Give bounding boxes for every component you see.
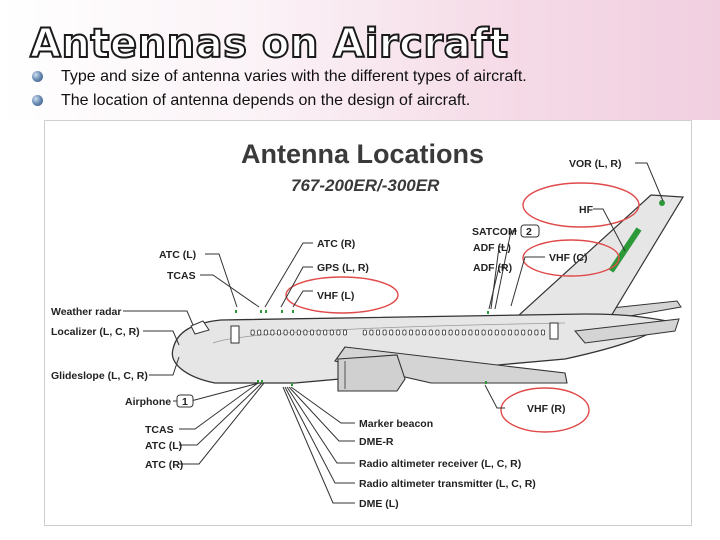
cabin-window [481,329,486,336]
label-tcas-bottom: TCAS [145,424,174,436]
cabin-window [362,329,367,336]
label-vhf-r: VHF (R) [527,403,566,415]
cabin-window [514,329,519,336]
figure-subtitle: 767-200ER/-300ER [291,176,440,195]
label-vor: VOR (L, R) [569,158,622,170]
label-atc-l-bottom: ATC (L) [145,440,182,452]
bullet-icon [32,71,43,82]
cabin-window [435,329,440,336]
door [230,325,240,344]
cabin-window [428,329,433,336]
highlight-ovals [285,182,640,433]
cabin-window [461,329,466,336]
label-glideslope: Glideslope (L, C, R) [51,370,148,382]
cabin-window [329,329,334,336]
cabin-window [402,329,407,336]
label-radio-altimeter-receiver: Radio altimeter receiver (L, C, R) [359,458,521,470]
label-tcas-top: TCAS [167,270,196,282]
hf-highlight-oval [522,182,640,228]
cabin-window [323,329,328,336]
cabin-window [303,329,308,336]
bullet-icon [32,95,43,106]
cabin-window [375,329,380,336]
label-weather-radar: Weather radar [51,306,121,318]
cabin-window [257,329,262,336]
title-background [0,0,720,120]
label-airphone-number: 1 [182,396,188,408]
aircraft-diagram-svg: Antenna Locations 767-200ER/-300ER [51,139,685,510]
cabin-window [521,329,526,336]
cabin-window [415,329,420,336]
cabin-window [342,329,347,336]
label-localizer: Localizer (L, C, R) [51,326,140,338]
airphone-number-box [176,394,194,408]
cabin-window [270,329,275,336]
cabin-window [389,329,394,336]
cabin-window [382,329,387,336]
label-radio-altimeter-transmitter: Radio altimeter transmitter (L, C, R) [359,478,536,490]
label-gps: GPS (L, R) [317,262,369,274]
antenna-markers [235,310,489,386]
cabin-window [369,329,374,336]
cabin-window [263,329,268,336]
vhf-r-highlight-oval [500,387,590,433]
cabin-window [494,329,499,336]
label-dme-l: DME (L) [359,498,399,510]
engine [337,354,406,392]
label-vhf-l: VHF (L) [317,290,354,302]
satcom-number-box [520,224,540,238]
cabin-window [448,329,453,336]
label-adf-r: ADF (R) [473,262,512,274]
label-airphone: Airphone [125,396,171,408]
cabin-window [474,329,479,336]
cabin-window [309,329,314,336]
cabin-window [527,329,532,336]
antenna-labels: VOR (L, R) HF SATCOM 2 ADF (L) ADF (R) V… [51,158,622,510]
vhf-c-highlight-oval [522,239,620,277]
cabin-window [501,329,506,336]
cabin-window [336,329,341,336]
label-hf: HF [579,204,594,216]
cabin-windows [250,329,545,336]
cabin-window [540,329,545,336]
label-satcom-number: 2 [526,226,532,238]
tail-tip-antenna [659,200,665,206]
label-atc-r-bottom: ATC (R) [145,459,183,471]
bullet-text: The location of antenna depends on the d… [61,92,471,109]
cabin-window [283,329,288,336]
horizontal-stabilizer [574,318,680,344]
cabin-window [408,329,413,336]
antenna-diagram: Antenna Locations 767-200ER/-300ER [44,120,692,526]
cabin-window [316,329,321,336]
label-satcom: SATCOM [472,226,517,238]
cabin-window [250,329,255,336]
vhf-l-highlight-oval [285,276,399,314]
label-marker-beacon: Marker beacon [359,418,433,430]
door [549,322,559,340]
cockpit-window [190,320,210,335]
leader-lines [123,162,664,504]
label-dme-r: DME-R [359,436,394,448]
label-adf-l: ADF (L) [473,242,511,254]
figure-title: Antenna Locations [241,139,484,169]
cabin-window [468,329,473,336]
cabin-window [534,329,539,336]
label-atc-l-top: ATC (L) [159,249,196,261]
cabin-window [276,329,281,336]
cabin-window [488,329,493,336]
cabin-window [455,329,460,336]
slide-title: Antennas on Aircraft [29,20,509,68]
bullet-text: Type and size of antenna varies with the… [61,68,527,85]
cabin-window [296,329,301,336]
cabin-window [507,329,512,336]
cabin-window [290,329,295,336]
cabin-window [395,329,400,336]
cabin-window [441,329,446,336]
cabin-window [422,329,427,336]
label-atc-r-top: ATC (R) [317,238,355,250]
label-vhf-c: VHF (C) [549,252,588,264]
